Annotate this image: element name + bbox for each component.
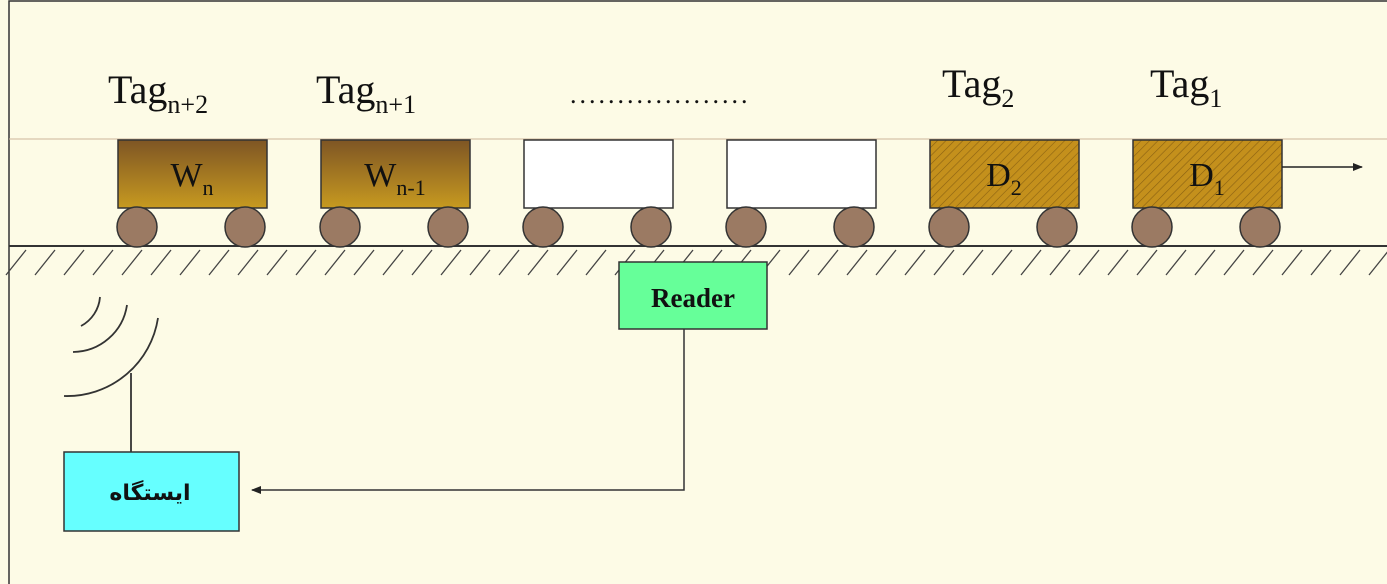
wheel: [1131, 206, 1173, 248]
train-car: D1: [1131, 139, 1283, 248]
svg-text:Tag1: Tag1: [1150, 61, 1222, 113]
wheel: [522, 206, 564, 248]
car-body: [1132, 139, 1283, 209]
car-body: [320, 139, 471, 209]
wheel: [427, 206, 469, 248]
wheel: [116, 206, 158, 248]
train-car: Wn-1: [319, 139, 471, 248]
wheel: [1239, 206, 1281, 248]
wheel: [630, 206, 672, 248]
ellipsis-dots: ...................: [570, 80, 751, 109]
train-car: D2: [928, 139, 1080, 248]
diagram-frame: [8, 0, 1387, 584]
reader-label: Reader: [651, 283, 735, 313]
station-box: [63, 451, 240, 532]
car-label: Wn-1: [364, 157, 425, 200]
wheel: [319, 206, 361, 248]
reader-to-station-arrow: [251, 329, 685, 494]
wheel: [928, 206, 970, 248]
wheel: [833, 206, 875, 248]
train-car: Wn: [116, 139, 268, 248]
car-body: [726, 139, 877, 209]
train-car: [522, 139, 674, 248]
wheel: [1036, 206, 1078, 248]
wireless-signal-icon: [63, 296, 159, 452]
car-label: D2: [986, 157, 1022, 200]
svg-text:Tag2: Tag2: [942, 61, 1014, 113]
tag-label-2: Tag2: [942, 61, 1014, 113]
car-body: [523, 139, 674, 209]
car-body: [117, 139, 268, 209]
tag-label-n2: Tagn+2: [108, 67, 208, 119]
svg-text:Tagn+2: Tagn+2: [108, 67, 208, 119]
station-label: ایستگاه: [109, 479, 190, 506]
tag-label-1: Tag1: [1150, 61, 1222, 113]
wheel: [725, 206, 767, 248]
svg-text:Tagn+1: Tagn+1: [316, 67, 416, 119]
reader-box: [618, 261, 768, 330]
car-label: D1: [1189, 157, 1225, 200]
wheel: [224, 206, 266, 248]
car-body: [929, 139, 1080, 209]
car-label: Wn: [170, 157, 213, 200]
train-car: [725, 139, 877, 248]
train-cars: Wn Wn-1 D2 D1: [116, 139, 1283, 248]
tag-label-n1: Tagn+1: [316, 67, 416, 119]
